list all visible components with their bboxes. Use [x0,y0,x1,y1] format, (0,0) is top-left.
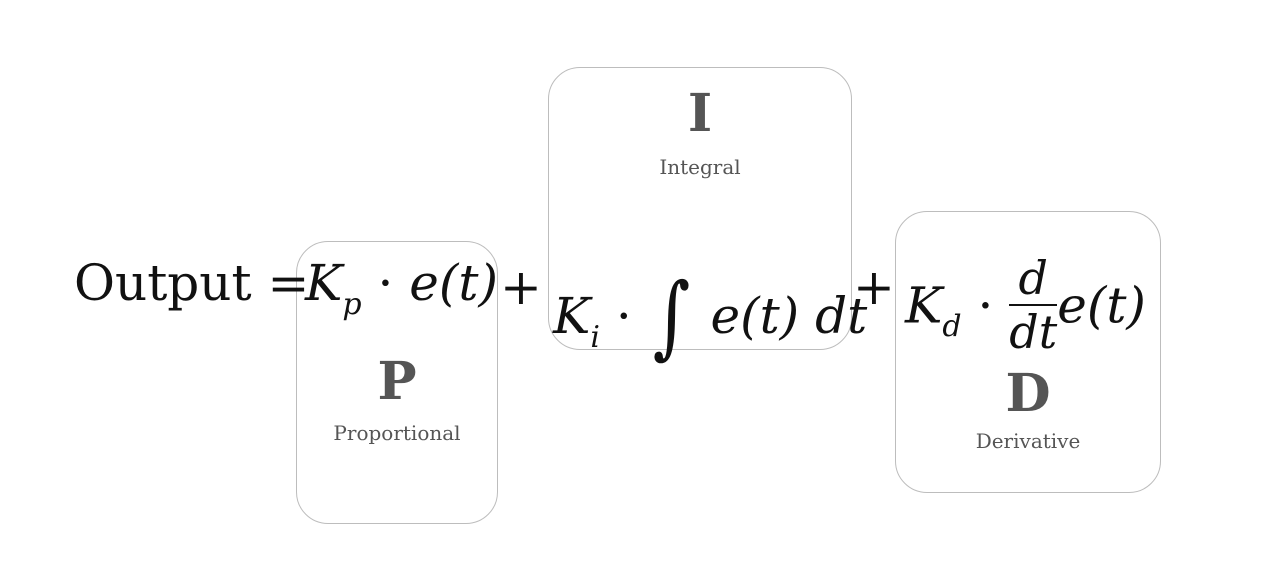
dot-operator: · [615,287,632,345]
integral-box [548,67,852,350]
fraction-numerator: d [1018,251,1048,305]
plus-2: + [853,258,895,316]
integral-sign: ∫ [652,264,690,369]
fraction-denominator: dt [1009,305,1058,360]
p-label: Proportional [333,421,461,445]
proportional-term: Kp · e(t) [305,258,498,320]
fraction-bar [1009,304,1058,307]
derivative-fraction: d dt [1009,251,1058,360]
ki-subscript: i [590,320,600,355]
integral-term: Ki · ∫ e(t) dt [553,258,868,362]
ki-k: K [553,287,591,345]
derivative-box [895,211,1161,493]
i-letter: I [687,83,713,144]
equals-sign: = [267,254,310,312]
error-term: e(t) [409,254,498,312]
derivative-term: Kd · d dt e(t) [905,254,1146,361]
plus-1: + [500,258,542,316]
kp-k: K [305,254,343,312]
kd-k: K [905,276,943,335]
dt-term: dt [815,287,868,345]
output-text: Output [74,254,252,312]
proportional-box [296,241,498,524]
p-letter: P [377,351,417,412]
d-letter: D [1005,363,1051,424]
i-label: Integral [659,155,741,179]
output-lhs: Output = [74,258,309,308]
kd-subscript: d [942,309,962,345]
error-term: e(t) [1057,276,1146,335]
dot-operator: · [977,276,994,335]
d-label: Derivative [975,429,1081,453]
dot-operator: · [377,254,394,312]
error-term: e(t) [710,287,800,345]
kp-subscript: p [342,287,362,322]
